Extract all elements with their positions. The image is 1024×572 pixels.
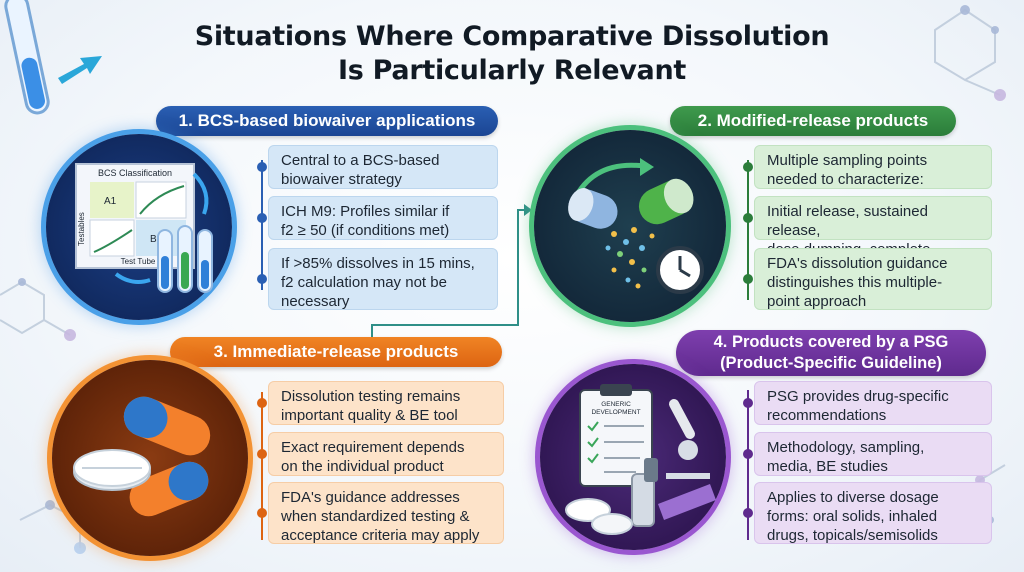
bullet-text: forms: oral solids, inhaled <box>767 508 938 525</box>
title-line-2: Is Particularly Relevant <box>338 55 686 86</box>
bcs-chart-icon <box>75 163 195 269</box>
bullet-dot <box>257 213 267 223</box>
bullet-dot <box>257 274 267 284</box>
bullet-text: recommendations <box>767 407 887 424</box>
bullet-text: f2 calculation may not be <box>281 274 447 291</box>
bullet-text: Central to a BCS-based <box>281 152 440 169</box>
clipboard-icon <box>579 384 653 487</box>
bullet-text: important quality & BE tool <box>281 407 458 424</box>
bullet-text: on the individual product <box>281 458 444 475</box>
bullet-text: ICH M9: Profiles similar if <box>281 203 450 220</box>
psg-bullet-3: Applies to diverse dosage forms: oral so… <box>754 482 992 544</box>
psg-header-line-1: 4. Products covered by a PSG <box>713 333 949 351</box>
bullet-text: Methodology, sampling, <box>767 439 925 456</box>
modified-release-illustration <box>534 130 726 322</box>
immediate-bullet-1: Dissolution testing remains important qu… <box>268 381 504 425</box>
bcs-cell-b2: B2 <box>150 234 163 245</box>
bullet-text: Exact requirement depends <box>281 439 465 456</box>
section-header-psg: 4. Products covered by a PSG (Product-Sp… <box>676 330 986 376</box>
bullet-dot <box>743 213 753 223</box>
tablet-icon <box>565 498 633 535</box>
bcs-bottom-label: Test Tube <box>121 257 156 266</box>
immediate-release-illustration <box>52 360 248 556</box>
capsule-icon <box>568 178 694 229</box>
bcs-illustration: BCS Classification A1 B2 Testables Test … <box>46 134 232 320</box>
clipboard-line-1: GENERIC <box>601 401 631 408</box>
modified-bullet-3: FDA's dissolution guidance distinguishes… <box>754 248 992 310</box>
bullet-text: acceptance criteria may apply <box>281 527 480 544</box>
test-tube-decoration-icon <box>4 0 102 115</box>
capsule-icon <box>123 396 211 517</box>
modified-bullet-1: Multiple sampling points needed to chara… <box>754 145 992 189</box>
bullet-text: Dissolution testing remains <box>281 388 461 405</box>
bullet-dot <box>743 398 753 408</box>
title-line-1: Situations Where Comparative Dissolution <box>194 21 830 52</box>
bullet-dot <box>743 274 753 284</box>
modified-bullet-2: Initial release, sustained release, dose… <box>754 196 992 277</box>
bullet-text: point approach <box>767 293 867 310</box>
section-header-immediate: 3. Immediate-release products <box>170 337 502 367</box>
bullet-text: necessary <box>281 293 350 310</box>
bullet-dot <box>743 162 753 172</box>
granules-icon <box>605 227 655 289</box>
bullet-text: when standardized testing & <box>281 508 470 525</box>
test-tubes-icon <box>157 225 213 293</box>
page-title: Situations Where Comparative Dissolution… <box>140 20 884 88</box>
immediate-bullet-2: Exact requirement depends on the individ… <box>268 432 504 476</box>
bullet-dot <box>257 508 267 518</box>
microscope-icon <box>666 399 710 479</box>
section-header-bcs: 1. BCS-based biowaiver applications <box>156 106 498 136</box>
psg-header-line-2: (Product-Specific Guideline) <box>720 354 942 372</box>
bcs-bullet-3: If >85% dissolves in 15 mins, f2 calcula… <box>268 248 498 310</box>
inhaler-icon <box>631 458 658 527</box>
section-header-modified: 2. Modified-release products <box>670 106 956 136</box>
bullet-text: needed to characterize: <box>767 171 924 188</box>
bullet-dot <box>257 449 267 459</box>
clock-icon <box>656 246 704 294</box>
bullet-dot <box>257 398 267 408</box>
clipboard-line-2: DEVELOPMENT <box>591 409 640 416</box>
bullet-text: Multiple sampling points <box>767 152 928 169</box>
bullet-dot <box>257 162 267 172</box>
psg-bullet-2: Methodology, sampling, media, BE studies <box>754 432 992 476</box>
bullet-dot <box>743 449 753 459</box>
bullet-text: Initial release, sustained release, <box>767 203 928 239</box>
tablet-icon <box>73 449 151 491</box>
psg-illustration: GENERIC DEVELOPMENT <box>540 364 726 550</box>
bullet-text: drugs, topicals/semisolids <box>767 527 938 544</box>
bullet-text: Applies to diverse dosage <box>767 489 939 506</box>
tube-ointment-icon <box>658 484 716 520</box>
bcs-bullet-2: ICH M9: Profiles similar if f2 ≥ 50 (if … <box>268 196 498 240</box>
immediate-bullet-3: FDA's guidance addresses when standardiz… <box>268 482 504 544</box>
bullet-text: media, BE studies <box>767 458 888 475</box>
bcs-bullet-1: Central to a BCS-based biowaiver strateg… <box>268 145 498 189</box>
bullet-text: f2 ≥ 50 (if conditions met) <box>281 222 450 239</box>
bullet-dot <box>743 508 753 518</box>
bullet-text: biowaiver strategy <box>281 171 402 188</box>
bullet-text: distinguishes this multiple- <box>767 274 943 291</box>
bcs-cell-a1: A1 <box>104 196 117 207</box>
bullet-text: FDA's dissolution guidance <box>767 255 948 272</box>
bullet-text: PSG provides drug-specific <box>767 388 949 405</box>
psg-bullet-1: PSG provides drug-specific recommendatio… <box>754 381 992 425</box>
bullet-text: FDA's guidance addresses <box>281 489 460 506</box>
bcs-chart-title: BCS Classification <box>98 168 172 178</box>
bcs-side-label: Testables <box>77 212 86 246</box>
bullet-text: If >85% dissolves in 15 mins, <box>281 255 475 272</box>
flow-arrow-icon <box>114 272 151 284</box>
